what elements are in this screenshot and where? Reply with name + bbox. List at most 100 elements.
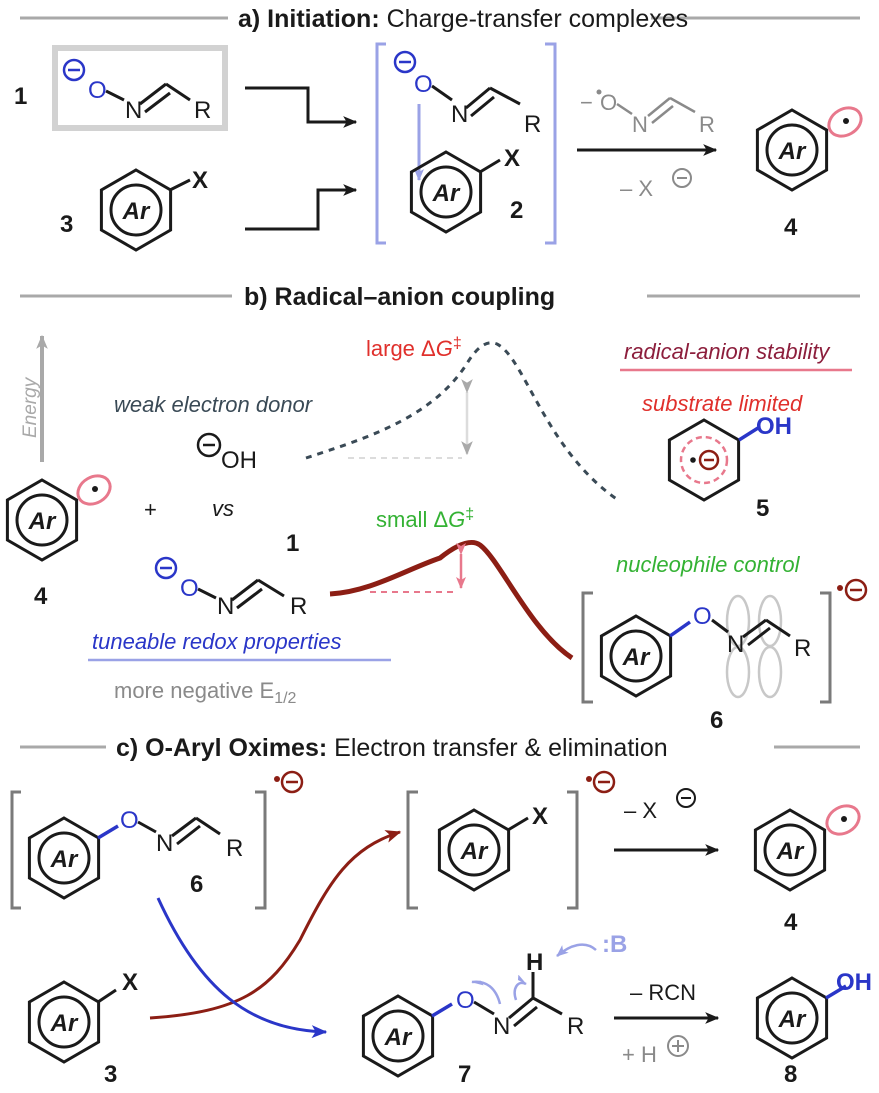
svg-text:R: R	[194, 97, 211, 124]
compound-number-1b: 1	[286, 530, 299, 557]
radical-dot-icon	[586, 776, 592, 782]
minus-x-label: – X	[624, 798, 657, 823]
svg-text:O: O	[456, 987, 475, 1014]
svg-text:N: N	[451, 101, 468, 128]
compound-number-2: 2	[510, 197, 523, 224]
svg-text:OH: OH	[756, 413, 792, 440]
phenol-8: Ar OH 8	[755, 969, 872, 1088]
svg-text:X: X	[122, 969, 138, 996]
substitution-arrow	[156, 897, 328, 1039]
svg-text:O: O	[120, 807, 139, 834]
svg-text:X: X	[192, 167, 208, 194]
svg-text:a) Initiation: Charge-tr: a) Initiation: Charge-transfer complexes	[238, 5, 688, 33]
compound-number-4c: 4	[784, 909, 798, 936]
svg-text:N: N	[217, 593, 234, 620]
svg-text:Ar: Ar	[460, 838, 489, 865]
positive-charge-icon	[667, 1035, 689, 1057]
aryl-halide-3c: Ar X 3	[27, 969, 138, 1088]
compound-number-4: 4	[784, 214, 798, 241]
svg-text:R: R	[524, 111, 541, 138]
aryl-radical-4c: Ar 4	[753, 804, 861, 936]
more-negative-label: more negative E1/2	[114, 678, 297, 707]
compound-number-1: 1	[14, 83, 27, 110]
section-c-header: c) O-Aryl Oximes: Electron transfer & el…	[20, 734, 860, 762]
negative-charge-icon	[154, 556, 178, 580]
radical-dot-icon	[92, 486, 98, 492]
compound-number-6b: 6	[190, 871, 203, 898]
high-barrier-curve	[305, 341, 619, 502]
svg-text:N: N	[156, 830, 173, 857]
svg-text:R: R	[699, 112, 715, 137]
svg-text:O: O	[414, 71, 433, 98]
svg-text:Ar: Ar	[778, 138, 807, 165]
hydroxide: OH	[196, 432, 257, 474]
negative-charge-icon	[672, 168, 692, 188]
aryl-halide-radical-anion: Ar X	[406, 770, 616, 910]
radical-dot-icon	[843, 118, 849, 124]
radical-dot-icon	[274, 776, 280, 782]
negative-charge-icon	[698, 449, 720, 471]
svg-text:R: R	[290, 593, 307, 620]
svg-text:R: R	[226, 835, 243, 862]
svg-text:OH: OH	[221, 447, 257, 474]
svg-text:OH: OH	[836, 969, 872, 996]
section-b-title: b) Radical–anion coupling	[244, 283, 555, 311]
arrow-from-3	[245, 184, 358, 231]
aryl-halide-3: Ar X	[99, 167, 208, 252]
svg-text:Ar: Ar	[432, 180, 461, 207]
svg-text:O: O	[693, 603, 712, 630]
svg-text:R: R	[567, 1013, 584, 1040]
compound-number-8: 8	[784, 1061, 797, 1088]
compound-number-3: 3	[60, 211, 73, 238]
svg-text:Ar: Ar	[50, 846, 79, 873]
radical-anion-6c: Ar O N R 6	[10, 770, 304, 910]
plus-sign: +	[144, 497, 157, 522]
svg-text:−: −	[580, 90, 593, 115]
svg-text:Ar: Ar	[28, 508, 57, 535]
weak-donor-label: weak electron donor	[114, 392, 314, 417]
section-a-header: a) Initiation: Charge-transfer complexes	[20, 5, 860, 33]
svg-text:c) O-Aryl Oximes: Electr: c) O-Aryl Oximes: Electron transfer & el…	[116, 734, 668, 762]
negative-charge-icon	[393, 50, 417, 74]
large-barrier-label: large ΔG‡	[366, 335, 462, 361]
negative-charge-icon	[676, 788, 696, 808]
compound-number-6: 6	[710, 707, 723, 734]
nucleophile-control-label: nucleophile control	[616, 552, 801, 577]
small-barrier-label: small ΔG‡	[376, 506, 474, 532]
svg-text:H: H	[526, 949, 543, 976]
radical-dot-icon	[837, 585, 843, 591]
svg-text:O: O	[180, 575, 199, 602]
electron-transfer-arrow	[149, 830, 402, 1020]
compound-number-3b: 3	[104, 1061, 117, 1088]
tuneable-redox-label: tuneable redox properties	[92, 629, 342, 654]
plus-h-label: + H	[622, 1042, 657, 1067]
section-a-title: a) Initiation:	[238, 5, 380, 33]
svg-text:N: N	[125, 97, 142, 124]
svg-text:Ar: Ar	[122, 198, 151, 225]
section-a-subtitle: Charge-transfer complexes	[387, 5, 689, 33]
elimination-step: − O N R – X	[577, 89, 718, 201]
oximate-anion-1: O N R	[52, 45, 228, 131]
svg-text::B: :B	[602, 931, 627, 958]
compound-number-4b: 4	[34, 583, 48, 610]
low-barrier-curve	[329, 539, 574, 661]
compound-number-7: 7	[458, 1061, 471, 1088]
svg-text:Ar: Ar	[50, 1010, 79, 1037]
negative-charge-icon	[62, 58, 86, 82]
radical-dot-icon	[690, 457, 696, 463]
svg-text:Ar: Ar	[622, 644, 651, 671]
svg-text:R: R	[794, 635, 811, 662]
negative-charge-icon	[592, 770, 616, 794]
svg-text:Ar: Ar	[384, 1024, 413, 1051]
svg-text:X: X	[504, 145, 520, 172]
minus-rcn-label: – RCN	[630, 980, 696, 1005]
svg-text:N: N	[727, 631, 744, 658]
svg-text:Ar: Ar	[776, 838, 805, 865]
section-c-subtitle: Electron transfer & elimination	[334, 734, 667, 762]
negative-charge-icon	[844, 578, 868, 602]
svg-text:O: O	[88, 77, 107, 104]
charge-transfer-complex-2: O N R Ar X 2	[375, 42, 557, 245]
svg-text:Ar: Ar	[778, 1006, 807, 1033]
